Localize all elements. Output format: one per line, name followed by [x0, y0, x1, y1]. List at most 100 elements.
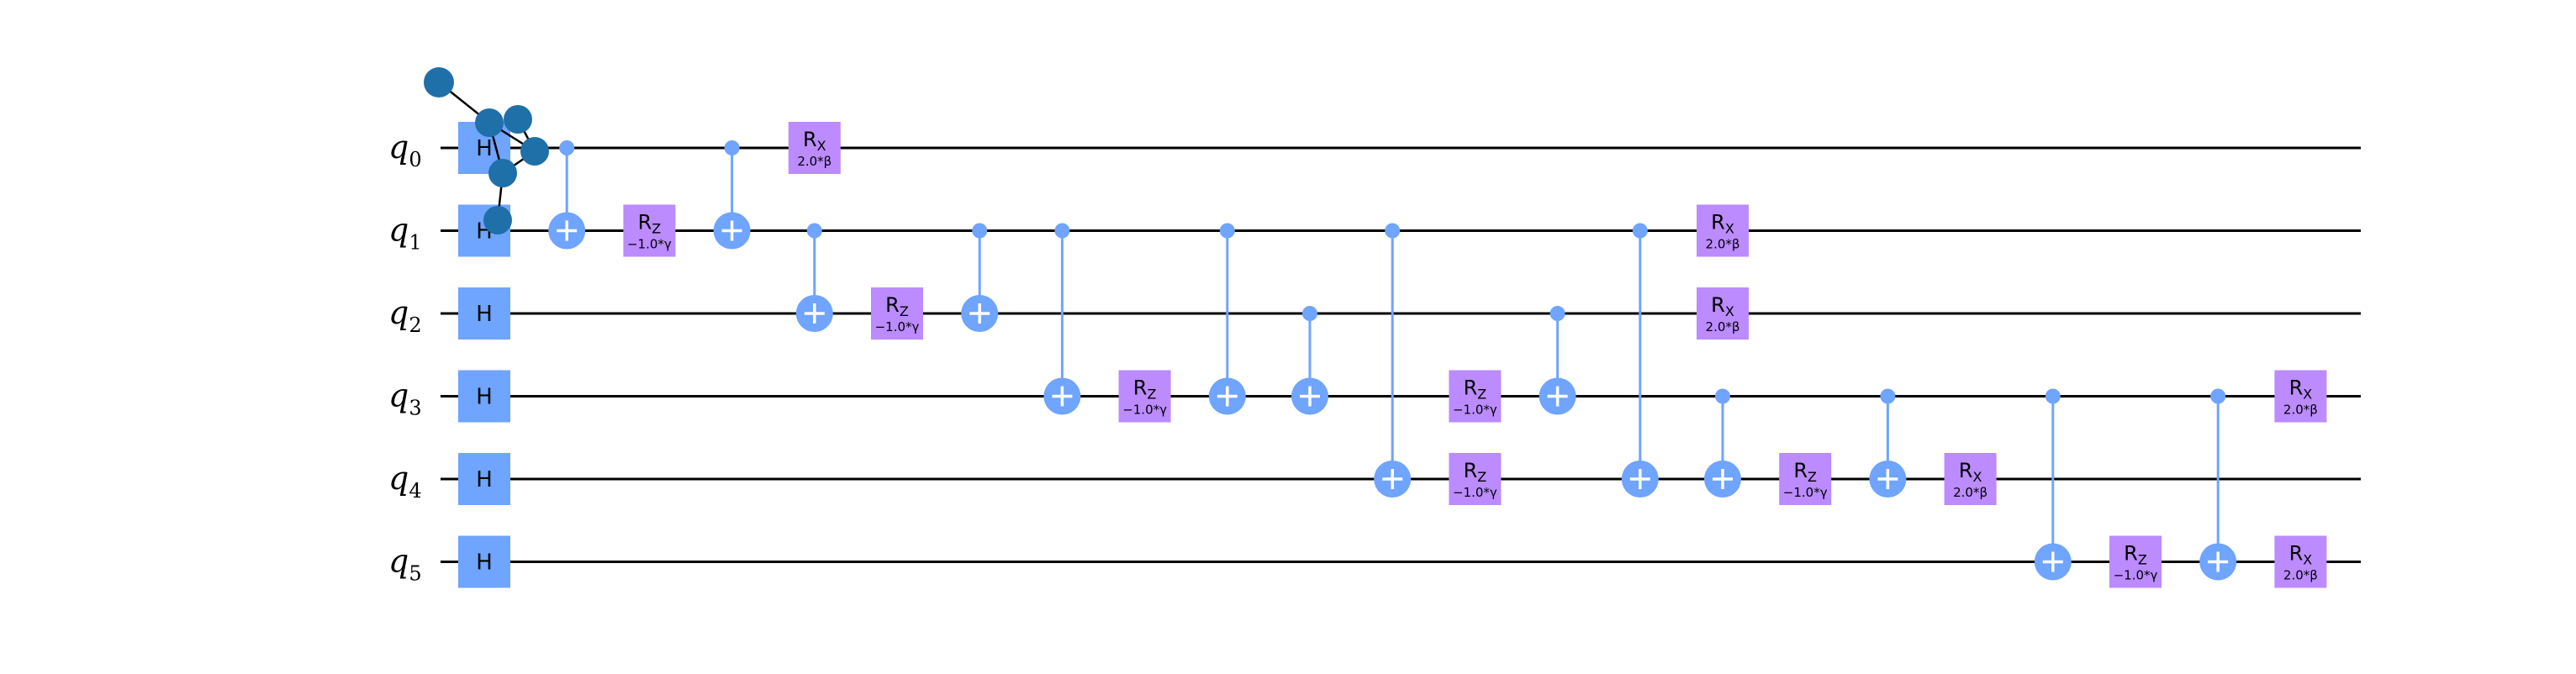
rotation-axis: Z: [2138, 552, 2147, 568]
control-dot: [1219, 223, 1235, 239]
logo-node: [424, 67, 454, 97]
hadamard-box: [458, 370, 510, 423]
rotation-box: [2274, 535, 2327, 588]
hadamard-box: [458, 535, 510, 588]
rotation-box: [1779, 453, 1832, 505]
rotation-parameter: −1.0*γ: [1122, 403, 1167, 418]
rx-gate: RX2.0*β: [1697, 287, 1749, 340]
control-dot: [1880, 388, 1896, 404]
logo-node: [475, 108, 504, 137]
control-dot: [1549, 306, 1565, 321]
cnot-gate: [1374, 223, 1412, 498]
hadamard-gate: H: [458, 370, 510, 423]
qubit-label-index: 5: [409, 562, 421, 586]
hadamard-box: [458, 287, 510, 340]
rotation-letter: R: [1959, 459, 1973, 482]
logo-node: [483, 206, 512, 234]
rotation-parameter: 2.0*β: [1706, 237, 1740, 252]
qubit-label-3: q3: [388, 377, 422, 420]
rotation-letter: R: [2289, 376, 2304, 400]
qubit-label-4: q4: [388, 460, 422, 503]
rotation-name: RX: [1711, 293, 1734, 319]
rotation-parameter: 2.0*β: [2283, 568, 2318, 583]
control-dot: [2045, 388, 2061, 404]
qubit-label-index: 4: [409, 479, 421, 503]
rotation-parameter: −1.0*γ: [875, 319, 920, 334]
rotation-letter: R: [885, 293, 900, 317]
rotation-parameter: −1.0*γ: [1453, 485, 1497, 500]
rotation-axis: X: [1972, 469, 1982, 485]
gates: HHHHHHRZ−1.0*γRX2.0*βRZ−1.0*γRZ−1.0*γRZ−…: [458, 122, 2327, 588]
rotation-parameter: 2.0*β: [2283, 403, 2318, 418]
rotation-parameter: 2.0*β: [1706, 319, 1740, 334]
rz-gate: RZ−1.0*γ: [1449, 453, 1502, 505]
control-dot: [559, 140, 575, 155]
qubit-label-index: 1: [409, 231, 421, 255]
control-dot: [1302, 306, 1317, 321]
rotation-parameter: 2.0*β: [1953, 485, 1987, 500]
control-dot: [1715, 388, 1730, 404]
rotation-box: [2109, 535, 2162, 588]
rotation-letter: R: [1711, 211, 1725, 234]
rz-gate: RZ−1.0*γ: [623, 204, 676, 257]
control-dot: [806, 223, 822, 239]
rotation-name: RX: [2289, 542, 2313, 568]
rotation-name: RZ: [2124, 542, 2147, 568]
rz-gate: RZ−1.0*γ: [1779, 453, 1832, 505]
rotation-box: [1118, 370, 1171, 423]
rotation-name: RZ: [885, 293, 909, 319]
rotation-axis: Z: [900, 303, 909, 319]
qubit-label-name: q: [388, 377, 409, 414]
logo-node: [520, 137, 549, 166]
rotation-axis: Z: [652, 221, 661, 237]
hadamard-label: H: [476, 136, 493, 161]
hadamard-label: H: [476, 302, 493, 327]
rx-gate: RX2.0*β: [1697, 204, 1749, 257]
rotation-box: [1449, 370, 1502, 423]
rotation-axis: Z: [1477, 387, 1486, 403]
hadamard-box: [458, 453, 510, 505]
rotation-axis: Z: [1808, 469, 1817, 485]
rotation-name: RX: [1711, 211, 1734, 237]
rotation-name: RZ: [1793, 459, 1817, 485]
control-dot: [1054, 223, 1070, 239]
rotation-box: [1697, 204, 1749, 257]
qubit-label-0: q0: [388, 129, 422, 171]
cnot-gate: [1869, 388, 1907, 498]
rz-gate: RZ−1.0*γ: [2109, 535, 2162, 588]
hadamard-gate: H: [458, 453, 510, 505]
cnot-gate: [961, 223, 999, 332]
rz-gate: RZ−1.0*γ: [1118, 370, 1171, 423]
rotation-letter: R: [1793, 459, 1808, 482]
rotation-name: RX: [1959, 459, 1982, 485]
cnot-gate: [1704, 388, 1741, 498]
control-dot: [1632, 223, 1648, 239]
logo-node: [488, 159, 517, 187]
qubit-label-index: 0: [409, 148, 421, 171]
rotation-axis: Z: [1147, 387, 1156, 403]
qubit-label-name: q: [388, 543, 409, 580]
rotation-box: [1449, 453, 1502, 505]
rx-gate: RX2.0*β: [1944, 453, 1997, 505]
rotation-box: [788, 122, 841, 174]
cnot-gate: [1621, 223, 1659, 498]
rx-gate: RX2.0*β: [2274, 535, 2327, 588]
rotation-name: RZ: [638, 211, 662, 237]
qubit-label-2: q2: [388, 294, 422, 337]
rotation-axis: X: [1725, 221, 1734, 237]
rotation-parameter: −1.0*γ: [1453, 403, 1497, 418]
qubit-label-1: q1: [388, 212, 422, 255]
control-dot: [972, 223, 988, 239]
qubit-label-index: 3: [409, 397, 421, 420]
rotation-letter: R: [1133, 376, 1148, 400]
hadamard-label: H: [476, 467, 493, 492]
rotation-parameter: −1.0*γ: [1783, 485, 1828, 500]
rotation-box: [1697, 287, 1749, 340]
cnot-gate: [2199, 388, 2237, 581]
rotation-box: [871, 287, 923, 340]
logo-node: [504, 105, 532, 134]
control-dot: [724, 140, 740, 155]
qubit-label-5: q5: [388, 543, 422, 586]
control-dot: [1385, 223, 1401, 239]
